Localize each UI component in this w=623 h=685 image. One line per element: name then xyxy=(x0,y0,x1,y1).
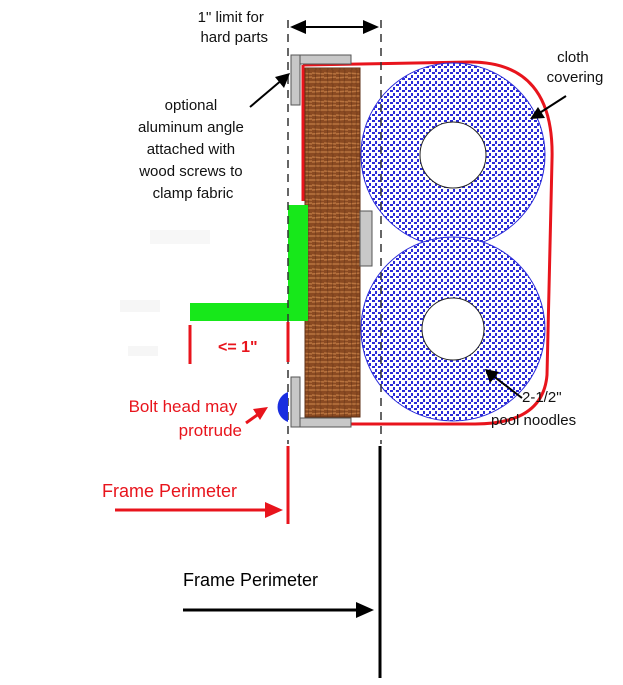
cloth-covering-label: cloth covering xyxy=(547,49,604,86)
pool-noodles-label: 2-1/2" pool noodles xyxy=(491,389,576,429)
aluminum-angle-bottom xyxy=(290,376,352,428)
pool-noodle-top xyxy=(360,62,546,248)
frame-perimeter-black-arrow xyxy=(183,602,374,618)
wooden-backing-board xyxy=(304,67,361,418)
pool-noodle-bottom xyxy=(360,236,546,422)
faint-background-marks xyxy=(120,230,210,356)
bolt-head xyxy=(277,392,288,422)
frame-perimeter-red-arrow xyxy=(115,502,283,518)
frame-perimeter-red-label: Frame Perimeter xyxy=(102,481,237,501)
hard-parts-dimension-arrow xyxy=(290,20,379,34)
aluminum-angle-label: optional aluminum angle attached with wo… xyxy=(138,97,248,202)
bolt-head-label: Bolt head may protrude xyxy=(129,397,242,440)
robot-frame-member xyxy=(190,205,308,321)
frame-perimeter-black-label: Frame Perimeter xyxy=(183,570,318,590)
bolt-head-leader-arrow xyxy=(245,407,268,425)
hard-parts-limit-label: 1" limit for hard parts xyxy=(198,9,268,46)
screw-bracket xyxy=(359,210,373,267)
cloth-covering-leader-arrow xyxy=(530,95,567,119)
limit-one-inch-label: <= 1" xyxy=(218,339,258,356)
cloth-covering-outline xyxy=(302,60,554,426)
aluminum-angle-leader-arrow xyxy=(249,73,290,108)
aluminum-angle-top xyxy=(290,54,352,106)
pool-noodle-leader-arrow xyxy=(485,369,523,399)
